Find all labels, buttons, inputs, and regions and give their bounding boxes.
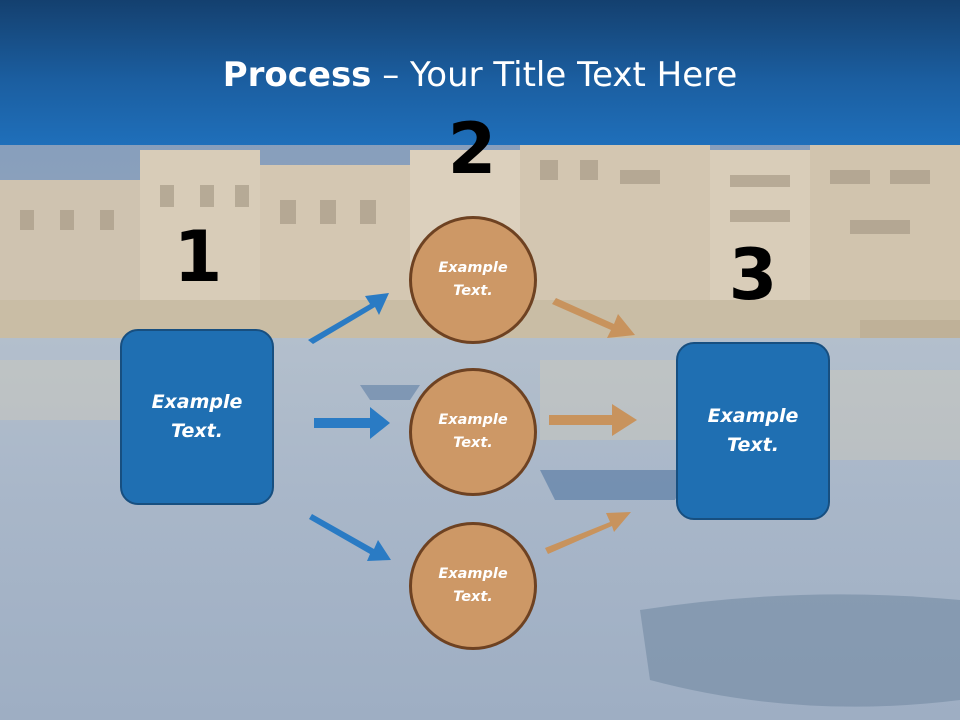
step-2-circle-bottom[interactable]: Example Text. — [409, 522, 537, 650]
arrow-blue-down — [309, 514, 391, 561]
step-2-circle-middle[interactable]: Example Text. — [409, 368, 537, 496]
step-number-3: 3 — [728, 234, 778, 316]
step-1-text: Example Text. — [151, 391, 243, 442]
step-2-bottom-text: Example Text. — [438, 566, 508, 605]
title-bold: Process — [222, 55, 372, 95]
header-band — [0, 0, 960, 145]
slide-title: Process – Your Title Text Here — [0, 54, 960, 96]
step-2-circle-top[interactable]: Example Text. — [409, 216, 537, 344]
step-number-1: 1 — [173, 216, 223, 298]
arrow-tan-right — [549, 404, 637, 436]
arrow-blue-up — [308, 293, 389, 344]
step-3-text: Example Text. — [707, 405, 799, 456]
title-rest: – Your Title Text Here — [371, 55, 738, 95]
step-number-2: 2 — [447, 108, 497, 190]
step-2-top-text: Example Text. — [438, 260, 508, 299]
arrow-tan-up — [545, 512, 631, 554]
step-1-box[interactable]: Example Text. — [120, 329, 274, 505]
arrow-blue-right — [314, 407, 390, 439]
step-3-box[interactable]: Example Text. — [676, 342, 830, 520]
step-2-middle-text: Example Text. — [438, 412, 508, 451]
arrow-tan-down — [552, 298, 635, 338]
